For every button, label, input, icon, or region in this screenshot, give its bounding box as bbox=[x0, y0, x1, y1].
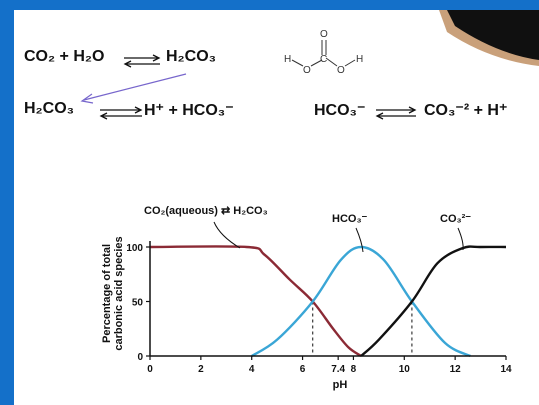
equilibrium-arrow-1 bbox=[123, 54, 161, 68]
structure-o-left: O bbox=[303, 65, 311, 76]
x-tick-label-4: 7.4 bbox=[331, 364, 345, 375]
x-tick-label-2: 4 bbox=[249, 364, 255, 375]
carbonic-acid-structure: H O C O O H bbox=[284, 29, 363, 76]
equation-2-left: H₂CO₃ bbox=[24, 100, 75, 117]
x-tick-label-0: 0 bbox=[147, 364, 153, 375]
annotation-label-0: CO₂(aqueous) ⇄ H₂CO₃ bbox=[144, 205, 268, 217]
corner-decoration bbox=[439, 10, 539, 66]
structure-o-top: O bbox=[320, 29, 328, 40]
y-axis-label-line-2: carbonic acid species bbox=[113, 236, 125, 350]
axes bbox=[149, 241, 506, 357]
annotation-label-1: HCO₃⁻ bbox=[332, 213, 368, 225]
x-tick-label-3: 6 bbox=[300, 364, 306, 375]
equation-2-right: H⁺ + HCO₃⁻ bbox=[144, 102, 234, 119]
series-layer bbox=[149, 245, 507, 358]
x-tick-label-1: 2 bbox=[198, 364, 204, 375]
structure-h-left: H bbox=[284, 54, 291, 65]
structure-c: C bbox=[320, 54, 327, 65]
y-tick-label-1: 50 bbox=[132, 298, 144, 309]
dashed-guides bbox=[312, 301, 413, 356]
annotations: CO₂(aqueous) ⇄ H₂CO₃ HCO₃⁻ CO₃²⁻ bbox=[144, 205, 471, 253]
y-tick-label-0: 0 bbox=[137, 352, 143, 363]
annotation-leader-0 bbox=[213, 221, 241, 249]
equation-3-left: HCO₃⁻ bbox=[314, 102, 366, 119]
equilibrium-arrow-3 bbox=[375, 106, 417, 120]
equilibrium-arrow-2 bbox=[99, 106, 143, 120]
slide: CO₂ + H₂O H₂CO₃ H O C O O H bbox=[14, 10, 539, 405]
x-tick-label-5: 8 bbox=[351, 364, 357, 375]
x-tick-label-6: 10 bbox=[399, 364, 411, 375]
y-tick-label-2: 100 bbox=[126, 243, 143, 254]
series-line-1 bbox=[251, 245, 471, 358]
annotation-leader-1 bbox=[355, 227, 364, 253]
annotation-leader-2 bbox=[457, 227, 464, 251]
x-tick-label-7: 12 bbox=[450, 364, 462, 375]
equation-3-right: CO₃⁻² + H⁺ bbox=[424, 102, 508, 119]
annotation-label-2: CO₃²⁻ bbox=[440, 213, 471, 225]
structure-o-right: O bbox=[337, 65, 345, 76]
y-axis-label-line-1: Percentage of total bbox=[101, 244, 113, 343]
ticks: 0 2 4 6 7.4 8 10 12 14 0 50 100 bbox=[126, 243, 512, 375]
x-tick-label-8: 14 bbox=[500, 364, 512, 375]
series-line-2 bbox=[360, 245, 507, 357]
speciation-chart: 0 2 4 6 7.4 8 10 12 14 0 50 100 pH Percentage of to… bbox=[101, 205, 512, 391]
structure-h-right: H bbox=[356, 54, 363, 65]
y-axis-label: Percentage of total carbonic acid specie… bbox=[101, 236, 125, 350]
equation-1-left: CO₂ + H₂O bbox=[24, 48, 105, 65]
pointer-arrow bbox=[80, 73, 187, 104]
equation-1-right: H₂CO₃ bbox=[166, 48, 217, 65]
series-line-0 bbox=[149, 245, 362, 358]
x-axis-label: pH bbox=[333, 379, 348, 391]
